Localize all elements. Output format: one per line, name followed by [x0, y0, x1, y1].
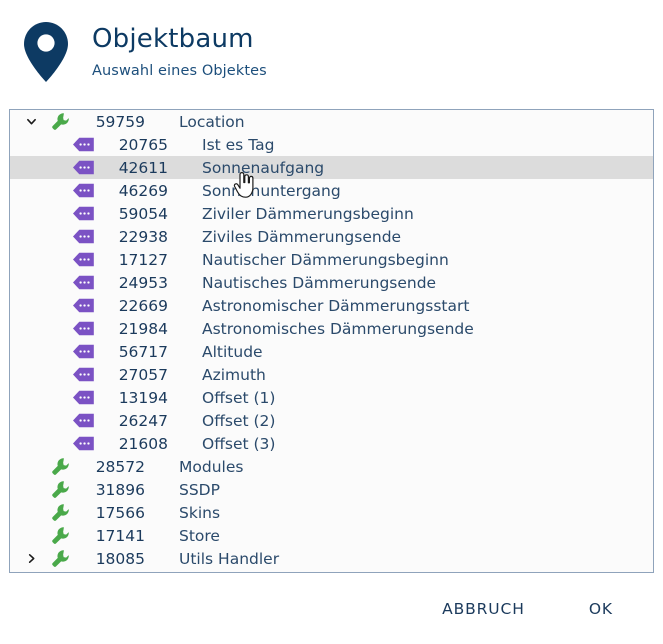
tree-row-label: Utils Handler	[179, 549, 280, 568]
chevron-down-icon[interactable]	[24, 110, 38, 133]
tree-row-label: Offset (3)	[202, 434, 276, 453]
tag-icon	[70, 156, 96, 179]
tree-row[interactable]: 59054 Ziviler Dämmerungsbeginn	[10, 202, 653, 225]
tree-row-label: Sonnenaufgang	[202, 158, 325, 177]
tree-row[interactable]: 28572 Modules	[10, 455, 653, 478]
tree-row-label: Offset (2)	[202, 411, 276, 430]
tree-row-id: 26247	[118, 411, 168, 430]
tree-row-id: 27057	[118, 365, 168, 384]
page-subtitle: Auswahl eines Objektes	[92, 63, 267, 80]
tree-row-label: Ziviler Dämmerungsbeginn	[202, 204, 414, 223]
tree-row-id: 24953	[118, 273, 168, 292]
wrench-icon	[47, 478, 73, 501]
tag-icon	[70, 409, 96, 432]
tree-row-id: 17566	[95, 503, 145, 522]
map-pin-icon	[22, 21, 70, 83]
tree-row[interactable]: 21984 Astronomisches Dämmerungsende	[10, 317, 653, 340]
tag-icon	[70, 248, 96, 271]
tree-list: 59759 Location 20765 Ist es Tag 42611 Sonnena…	[10, 110, 653, 570]
tree-row[interactable]: 56717 Altitude	[10, 340, 653, 363]
tree-row-label: Store	[179, 526, 220, 545]
page-title: Objektbaum	[92, 23, 254, 54]
tree-row-label: Modules	[179, 457, 244, 476]
tag-icon	[70, 271, 96, 294]
cancel-button[interactable]: ABBRUCH	[432, 592, 535, 626]
tree-row-label: Skins	[179, 503, 221, 522]
tree-row-label: Azimuth	[202, 365, 266, 384]
tree-row-label: Astronomisches Dämmerungsende	[202, 319, 474, 338]
tag-icon	[70, 225, 96, 248]
tag-icon	[70, 363, 96, 386]
chevron-right-icon[interactable]	[24, 547, 38, 570]
ok-button[interactable]: OK	[579, 592, 623, 626]
dialog-footer: ABBRUCH OK	[0, 573, 663, 644]
tag-icon	[70, 340, 96, 363]
tree-row-label: Altitude	[202, 342, 263, 361]
tag-icon	[70, 432, 96, 455]
tree-row[interactable]: 46269 Sonnenuntergang	[10, 179, 653, 202]
object-tree-panel[interactable]: 59759 Location 20765 Ist es Tag 42611 Sonnena…	[9, 109, 654, 573]
tree-row-id: 17141	[95, 526, 145, 545]
tree-row-label: Ist es Tag	[202, 135, 275, 154]
tree-row-id: 22669	[118, 296, 168, 315]
tree-row[interactable]: 20765 Ist es Tag	[10, 133, 653, 156]
tag-icon	[70, 294, 96, 317]
tag-icon	[70, 386, 96, 409]
tree-row-id: 22938	[118, 227, 168, 246]
tree-row-id: 28572	[95, 457, 145, 476]
tree-row-id: 21984	[118, 319, 168, 338]
tree-row[interactable]: 18085 Utils Handler	[10, 547, 653, 570]
tree-row-id: 56717	[118, 342, 168, 361]
tree-row-label: Location	[179, 112, 245, 131]
tree-row[interactable]: 31896 SSDP	[10, 478, 653, 501]
tree-row-id: 18085	[95, 549, 145, 568]
tree-row[interactable]: 26247 Offset (2)	[10, 409, 653, 432]
wrench-icon	[47, 501, 73, 524]
tag-icon	[70, 317, 96, 340]
tree-row[interactable]: 22938 Ziviles Dämmerungsende	[10, 225, 653, 248]
tag-icon	[70, 179, 96, 202]
tree-row-label: Sonnenuntergang	[202, 181, 341, 200]
tree-row[interactable]: 17566 Skins	[10, 501, 653, 524]
tree-row-label: SSDP	[179, 480, 220, 499]
tree-row-id: 17127	[118, 250, 168, 269]
tree-row-id: 42611	[118, 158, 168, 177]
wrench-icon	[47, 524, 73, 547]
tree-row[interactable]: 42611 Sonnenaufgang	[10, 156, 653, 179]
tree-row-id: 20765	[118, 135, 168, 154]
wrench-icon	[47, 547, 73, 570]
tree-row-label: Nautisches Dämmerungsende	[202, 273, 437, 292]
tree-row-id: 46269	[118, 181, 168, 200]
tree-row[interactable]: 17141 Store	[10, 524, 653, 547]
tree-row[interactable]: 17127 Nautischer Dämmerungsbeginn	[10, 248, 653, 271]
header-text-block: Objektbaum Auswahl eines Objektes	[92, 23, 267, 80]
tree-row-label: Ziviles Dämmerungsende	[202, 227, 402, 246]
tag-icon	[70, 202, 96, 225]
tree-row-label: Offset (1)	[202, 388, 276, 407]
tree-row-label: Nautischer Dämmerungsbeginn	[202, 250, 449, 269]
tree-row-label: Astronomischer Dämmerungsstart	[202, 296, 470, 315]
tree-row[interactable]: 13194 Offset (1)	[10, 386, 653, 409]
tree-row-id: 59054	[118, 204, 168, 223]
tree-row[interactable]: 24953 Nautisches Dämmerungsende	[10, 271, 653, 294]
tree-row[interactable]: 21608 Offset (3)	[10, 432, 653, 455]
dialog-header: Objektbaum Auswahl eines Objektes	[0, 0, 663, 104]
tag-icon	[70, 133, 96, 156]
tree-row-id: 31896	[95, 480, 145, 499]
tree-row-id: 21608	[118, 434, 168, 453]
tree-row[interactable]: 22669 Astronomischer Dämmerungsstart	[10, 294, 653, 317]
wrench-icon	[47, 110, 73, 133]
wrench-icon	[47, 455, 73, 478]
tree-row-id: 59759	[95, 112, 145, 131]
tree-row-id: 13194	[118, 388, 168, 407]
tree-row[interactable]: 27057 Azimuth	[10, 363, 653, 386]
tree-row[interactable]: 59759 Location	[10, 110, 653, 133]
